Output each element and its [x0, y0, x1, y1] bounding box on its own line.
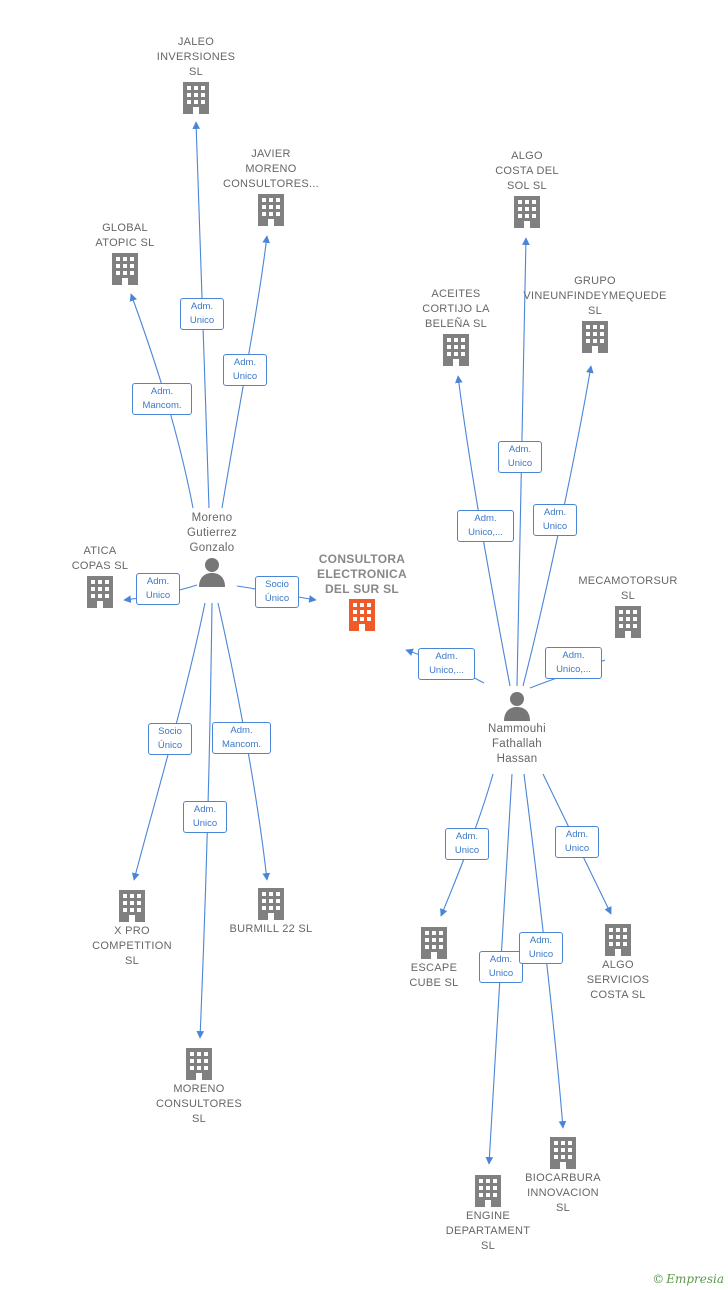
edge-label-center-p2[interactable]: Adm. Unico,... [418, 648, 475, 680]
company-label: ESCAPE CUBE SL [409, 962, 459, 989]
edge-label-aceites[interactable]: Adm. Unico,... [457, 510, 514, 542]
node-person-nammouhi[interactable]: Nammouhi Fathallah Hassan [452, 690, 582, 767]
node-center-company[interactable]: CONSULTORA ELECTRONICA DEL SUR SL [297, 552, 427, 633]
node-company-algo-servicios-costa[interactable]: ALGO SERVICIOS COSTA SL [553, 922, 683, 1003]
node-company-x-pro-competition[interactable]: X PRO COMPETITION SL [67, 888, 197, 969]
building-icon [258, 888, 284, 920]
node-company-javier-moreno[interactable]: JAVIER MORENO CONSULTORES... [206, 147, 336, 228]
edge-label-biocarbura[interactable]: Adm. Unico [519, 932, 563, 964]
company-label: ENGINE DEPARTAMENT SL [445, 1210, 531, 1252]
edge-label-grupo[interactable]: Adm. Unico [533, 504, 577, 536]
edge-moreno [196, 602, 213, 1039]
building-icon [514, 196, 540, 228]
node-company-moreno-consultores[interactable]: MORENO CONSULTORES SL [134, 1046, 264, 1127]
building-icon [605, 924, 631, 956]
footer-brand[interactable]: ©Empresia [652, 1272, 724, 1286]
company-label: ALGO SERVICIOS COSTA SL [586, 959, 650, 1001]
building-icon [119, 890, 145, 922]
copyright-symbol: © [652, 1272, 665, 1286]
edge-label-escape[interactable]: Adm. Unico [445, 828, 489, 860]
person-label: Moreno Gutierrez Gonzalo [187, 512, 237, 554]
edge-label-algocosta[interactable]: Adm. Unico [498, 441, 542, 473]
node-company-engine-departament[interactable]: ENGINE DEPARTAMENT SL [423, 1173, 553, 1254]
node-company-atica-copas[interactable]: ATICA COPAS SL [35, 544, 165, 610]
building-icon-highlight [349, 599, 375, 631]
edge-label-javier[interactable]: Adm. Unico [223, 354, 267, 386]
company-label: MECAMOTORSUR SL [578, 575, 678, 602]
company-label: BURMILL 22 SL [229, 923, 313, 935]
center-company-label: CONSULTORA ELECTRONICA DEL SUR SL [317, 552, 407, 596]
building-icon [87, 576, 113, 608]
company-label: ATICA COPAS SL [71, 545, 129, 572]
node-company-aceites-cortijo[interactable]: ACEITES CORTIJO LA BELEÑA SL [391, 287, 521, 368]
company-label: ACEITES CORTIJO LA BELEÑA SL [422, 288, 490, 330]
company-label: MORENO CONSULTORES SL [155, 1083, 243, 1125]
building-icon [615, 606, 641, 638]
edge-label-moreno[interactable]: Adm. Unico [183, 801, 227, 833]
node-person-moreno-gutierrez[interactable]: Moreno Gutierrez Gonzalo [147, 511, 277, 588]
building-icon [258, 194, 284, 226]
company-label: GLOBAL ATOPIC SL [95, 222, 155, 249]
company-label: X PRO COMPETITION SL [92, 925, 172, 967]
person-label: Nammouhi Fathallah Hassan [487, 723, 546, 765]
edge-label-xpro[interactable]: Socio Único [148, 723, 192, 755]
company-label: ALGO COSTA DEL SOL SL [495, 150, 559, 192]
node-company-algo-costa-del-sol[interactable]: ALGO COSTA DEL SOL SL [462, 149, 592, 230]
person-icon [199, 558, 225, 587]
building-icon [582, 321, 608, 353]
node-company-mecamotorsur[interactable]: MECAMOTORSUR SL [563, 574, 693, 640]
person-icon [504, 692, 530, 721]
edge-label-mecamotor[interactable]: Adm. Unico,... [545, 647, 602, 679]
node-company-grupo-vineunfindeymequede[interactable]: GRUPO VINEUNFINDEYMEQUEDE SL [520, 274, 670, 355]
building-icon [550, 1137, 576, 1169]
node-company-burmill-22[interactable]: BURMILL 22 SL [206, 886, 336, 937]
company-label: GRUPO VINEUNFINDEYMEQUEDE SL [523, 275, 667, 317]
company-label: BIOCARBURA INNOVACION SL [525, 1172, 601, 1214]
building-icon [443, 334, 469, 366]
edge-label-jaleo[interactable]: Adm. Unico [180, 298, 224, 330]
building-icon [183, 82, 209, 114]
node-company-global-atopic[interactable]: GLOBAL ATOPIC SL [60, 221, 190, 287]
edge-label-center-p1[interactable]: Socio Único [255, 576, 299, 608]
company-label: JALEO INVERSIONES SL [156, 36, 236, 78]
node-company-escape-cube[interactable]: ESCAPE CUBE SL [369, 925, 499, 991]
building-icon [421, 927, 447, 959]
building-icon [475, 1175, 501, 1207]
building-icon [112, 253, 138, 285]
edge-label-global[interactable]: Adm. Mancom. [132, 383, 192, 415]
edge-label-burmill[interactable]: Adm. Mancom. [212, 722, 271, 754]
edge-label-algoserv[interactable]: Adm. Unico [555, 826, 599, 858]
node-company-biocarbura-innovacion[interactable]: BIOCARBURA INNOVACION SL [498, 1135, 628, 1216]
edge-label-atica[interactable]: Adm. Unico [136, 573, 180, 605]
edge-label-engine[interactable]: Adm. Unico [479, 951, 523, 983]
node-company-jaleo[interactable]: JALEO INVERSIONES SL [131, 35, 261, 116]
company-label: JAVIER MORENO CONSULTORES... [222, 148, 320, 190]
brand-name: Empresia [666, 1272, 724, 1286]
building-icon [186, 1048, 212, 1080]
